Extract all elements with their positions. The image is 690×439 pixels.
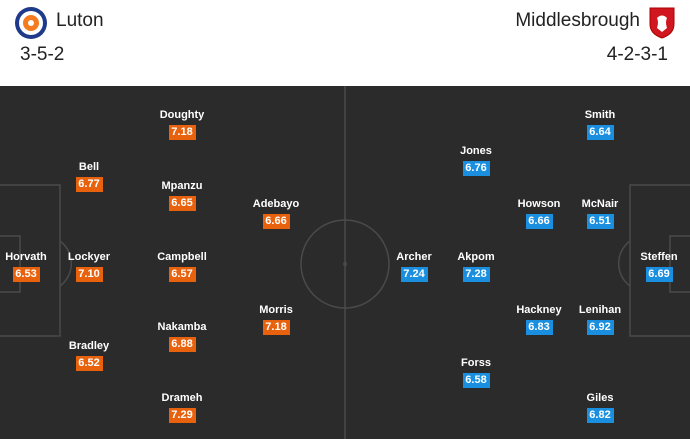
- home-formation: 3-5-2: [20, 44, 65, 65]
- home-player-bell[interactable]: Bell 6.77: [54, 160, 124, 192]
- player-rating: 6.77: [75, 177, 103, 192]
- player-name: Doughty: [159, 109, 205, 121]
- home-player-nakamba[interactable]: Nakamba 6.88: [147, 320, 217, 352]
- player-name: Smith: [584, 109, 616, 121]
- player-name: Howson: [517, 198, 561, 210]
- player-name: Giles: [586, 392, 614, 404]
- away-player-hackney[interactable]: Hackney 6.83: [504, 303, 574, 335]
- player-name: Lockyer: [67, 251, 111, 263]
- away-player-mcnair[interactable]: McNair 6.51: [565, 197, 635, 229]
- away-player-lenihan[interactable]: Lenihan 6.92: [565, 303, 635, 335]
- player-rating: 6.64: [586, 125, 614, 140]
- player-name: Archer: [396, 251, 432, 263]
- player-name: Morris: [259, 304, 293, 316]
- home-player-mpanzu[interactable]: Mpanzu 6.65: [147, 179, 217, 211]
- home-team-name: Luton: [56, 10, 104, 31]
- away-player-howson[interactable]: Howson 6.66: [504, 197, 574, 229]
- player-rating: 6.92: [586, 320, 614, 335]
- pitch: Horvath 6.53 Bell 6.77 Lockyer 7.10 Brad…: [0, 86, 690, 439]
- player-rating: 6.53: [12, 267, 40, 282]
- player-rating: 6.88: [168, 337, 196, 352]
- middlesbrough-lion-crest-icon: [649, 7, 675, 39]
- away-formation: 4-2-3-1: [606, 44, 668, 65]
- player-name: Lenihan: [578, 304, 622, 316]
- player-name: Forss: [461, 357, 491, 369]
- player-name: Campbell: [157, 251, 207, 263]
- player-name: McNair: [581, 198, 619, 210]
- home-player-campbell[interactable]: Campbell 6.57: [147, 250, 217, 282]
- player-name: Hackney: [516, 304, 562, 316]
- luton-town-crest-icon: [15, 7, 47, 39]
- player-rating: 6.82: [586, 408, 614, 423]
- player-rating: 7.18: [262, 320, 290, 335]
- player-name: Akpom: [457, 251, 495, 263]
- player-rating: 6.69: [645, 267, 673, 282]
- home-player-adebayo[interactable]: Adebayo 6.66: [241, 197, 311, 229]
- home-player-morris[interactable]: Morris 7.18: [241, 303, 311, 335]
- away-player-jones[interactable]: Jones 6.76: [441, 144, 511, 176]
- player-rating: 6.65: [168, 196, 196, 211]
- player-rating: 7.24: [400, 267, 428, 282]
- home-player-horvath[interactable]: Horvath 6.53: [0, 250, 61, 282]
- player-name: Mpanzu: [161, 180, 203, 192]
- away-player-steffen[interactable]: Steffen 6.69: [624, 250, 690, 282]
- away-team-name: Middlesbrough: [515, 10, 640, 31]
- player-rating: 6.66: [525, 214, 553, 229]
- player-rating: 7.10: [75, 267, 103, 282]
- player-rating: 6.66: [262, 214, 290, 229]
- home-player-doughty[interactable]: Doughty 7.18: [147, 108, 217, 140]
- player-name: Horvath: [5, 251, 47, 263]
- player-name: Nakamba: [157, 321, 207, 333]
- player-rating: 7.29: [168, 408, 196, 423]
- player-rating: 6.76: [462, 161, 490, 176]
- player-rating: 7.18: [168, 125, 196, 140]
- player-name: Jones: [460, 145, 492, 157]
- away-player-giles[interactable]: Giles 6.82: [565, 391, 635, 423]
- away-player-smith[interactable]: Smith 6.64: [565, 108, 635, 140]
- player-rating: 6.57: [168, 267, 196, 282]
- away-player-archer[interactable]: Archer 7.24: [379, 250, 449, 282]
- home-player-lockyer[interactable]: Lockyer 7.10: [54, 250, 124, 282]
- player-rating: 7.28: [462, 267, 490, 282]
- player-name: Bradley: [68, 340, 110, 352]
- player-name: Steffen: [640, 251, 678, 263]
- match-header: Luton 3-5-2 Middlesbrough 4-2-3-1: [0, 0, 690, 86]
- player-rating: 6.58: [462, 373, 490, 388]
- away-player-forss[interactable]: Forss 6.58: [441, 356, 511, 388]
- player-rating: 6.52: [75, 356, 103, 371]
- player-name: Adebayo: [252, 198, 300, 210]
- away-player-akpom[interactable]: Akpom 7.28: [441, 250, 511, 282]
- player-name: Drameh: [161, 392, 203, 404]
- player-rating: 6.51: [586, 214, 614, 229]
- player-rating: 6.83: [525, 320, 553, 335]
- home-player-drameh[interactable]: Drameh 7.29: [147, 391, 217, 423]
- player-name: Bell: [78, 161, 100, 173]
- home-player-bradley[interactable]: Bradley 6.52: [54, 339, 124, 371]
- pitch-lines: [0, 86, 690, 439]
